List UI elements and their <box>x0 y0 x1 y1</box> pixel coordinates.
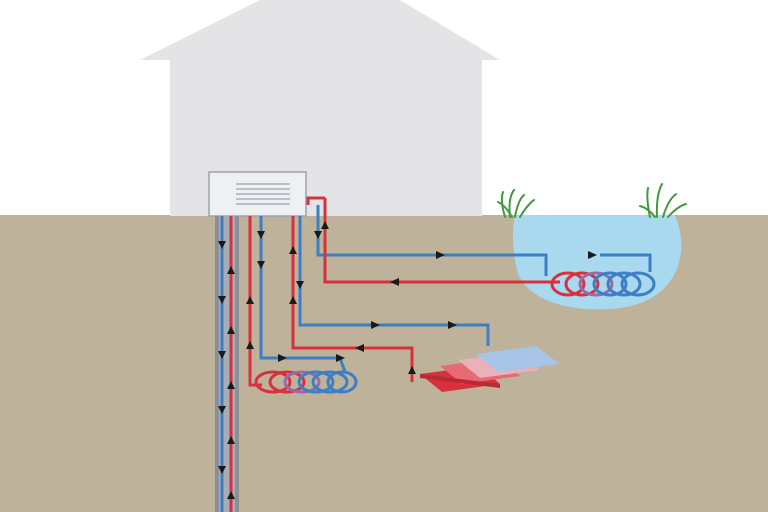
flow-arrow-icon <box>314 231 322 239</box>
flow-arrow-icon <box>289 246 297 254</box>
horizontal-trench-loop <box>291 216 490 382</box>
flow-arrow-icon <box>408 366 416 374</box>
flow-arrow-icon <box>227 491 235 499</box>
horizontal-trench-manifold <box>420 346 560 392</box>
flow-arrow-icon <box>246 296 254 304</box>
flow-arrow-icon <box>390 278 399 286</box>
grass-icon <box>497 183 687 218</box>
flow-arrow-icon <box>257 261 265 269</box>
heat-pump-unit-icon <box>208 171 307 217</box>
flow-arrow-icon <box>227 436 235 444</box>
vertical-borehole-loop <box>215 216 239 512</box>
flow-arrow-icon <box>278 354 287 362</box>
horizontal-slinky-loop <box>248 216 358 394</box>
flow-arrow-icon <box>218 406 226 414</box>
house-icon <box>140 0 500 216</box>
flow-arrow-icon <box>371 321 380 329</box>
flow-arrow-icon <box>218 241 226 249</box>
flow-arrow-icon <box>227 381 235 389</box>
flow-arrow-icon <box>218 296 226 304</box>
flow-arrow-icon <box>336 354 345 362</box>
flow-arrow-icon <box>257 231 265 239</box>
flow-arrow-icon <box>436 251 445 259</box>
flow-arrow-icon <box>588 251 597 259</box>
flow-arrow-icon <box>227 266 235 274</box>
flow-arrow-icon <box>289 296 297 304</box>
flow-arrow-icon <box>321 221 329 229</box>
flow-arrow-icon <box>448 321 457 329</box>
flow-arrow-icon <box>218 351 226 359</box>
flow-arrow-icon <box>296 281 304 289</box>
flow-arrow-icon <box>355 344 364 352</box>
flow-arrow-icon <box>246 341 254 349</box>
flow-arrow-icon <box>218 466 226 474</box>
flow-arrows <box>218 221 597 499</box>
flow-arrow-icon <box>227 326 235 334</box>
